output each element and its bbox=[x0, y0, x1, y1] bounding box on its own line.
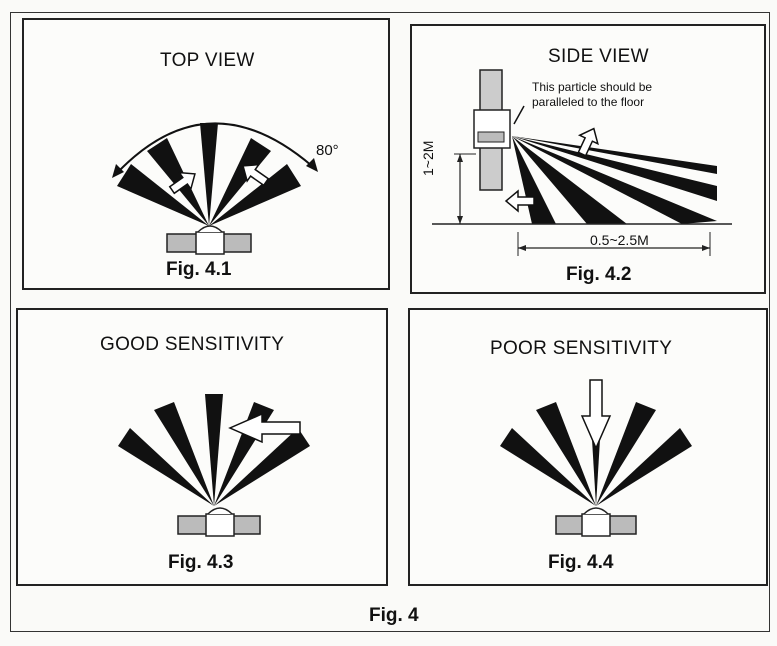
side-view-diagram bbox=[432, 69, 732, 256]
top-view-diagram bbox=[112, 122, 318, 255]
note-pointer bbox=[513, 105, 525, 125]
detection-beams bbox=[118, 394, 310, 506]
angle-label: 80° bbox=[316, 142, 339, 159]
figure-caption: Fig. 4.4 bbox=[548, 552, 614, 573]
good-sensitivity-diagram bbox=[118, 394, 310, 537]
main-figure-caption: Fig. 4 bbox=[369, 605, 419, 626]
motion-arrow-left bbox=[504, 189, 535, 213]
panel-title: SIDE VIEW bbox=[548, 46, 649, 67]
panel-title: POOR SENSITIVITY bbox=[490, 338, 673, 359]
panel-title: TOP VIEW bbox=[160, 50, 255, 71]
distance-label: 0.5~2.5M bbox=[590, 232, 649, 248]
distance-dimension bbox=[517, 232, 711, 256]
detection-beams bbox=[500, 402, 692, 506]
poor-sensitivity-diagram bbox=[500, 379, 692, 537]
figure-caption: Fig. 4.3 bbox=[168, 552, 234, 573]
motion-arrow-down bbox=[580, 379, 612, 450]
sensor-side-icon bbox=[473, 109, 511, 149]
panel-good-sensitivity: GOOD SENSITIVITY Fig. 4.3 bbox=[16, 308, 388, 586]
figure-caption: Fig. 4.1 bbox=[166, 259, 232, 280]
motion-arrow-right bbox=[242, 163, 270, 187]
note-line-2: paralleled to the floor bbox=[532, 95, 645, 109]
motion-arrow-up bbox=[577, 127, 599, 157]
angle-arc bbox=[117, 122, 313, 173]
figure-caption: Fig. 4.2 bbox=[566, 264, 632, 285]
panel-title: GOOD SENSITIVITY bbox=[100, 334, 285, 355]
sensor-icon bbox=[177, 507, 261, 537]
detection-beams bbox=[512, 136, 717, 224]
motion-arrow-horizontal bbox=[228, 412, 301, 444]
panel-poor-sensitivity: POOR SENSITIVITY Fig. 4.4 bbox=[408, 308, 768, 586]
figure-frame bbox=[10, 12, 770, 632]
sensor-icon bbox=[166, 225, 252, 255]
motion-arrow-left bbox=[168, 171, 196, 195]
note-line-1: This particle should be bbox=[532, 80, 653, 94]
height-dimension bbox=[454, 153, 476, 224]
panel-top-view: TOP VIEW 80° Fig. 4.1 bbox=[22, 18, 390, 290]
sensor-icon bbox=[555, 507, 637, 537]
height-label: 1~2M bbox=[420, 140, 436, 176]
panel-side-view: SIDE VIEW This particle should be parall… bbox=[410, 24, 766, 294]
